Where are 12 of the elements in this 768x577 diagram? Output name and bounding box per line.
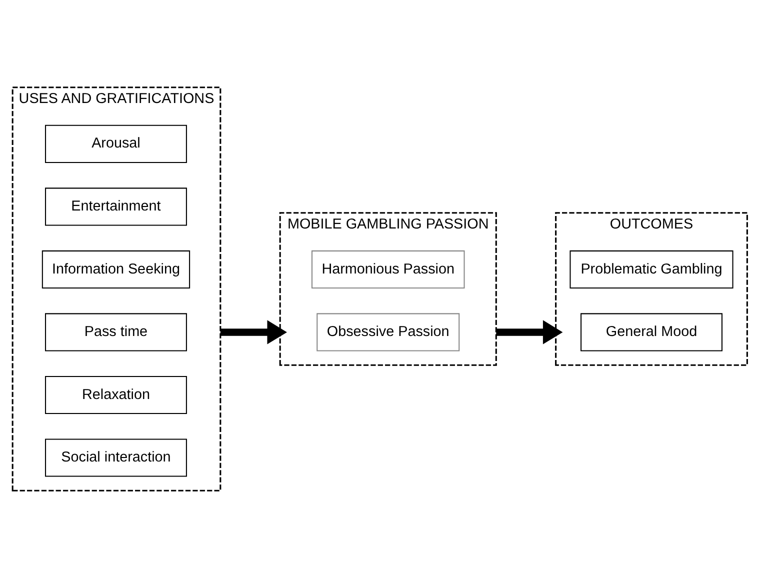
node-box: Arousal — [45, 124, 187, 162]
node-box: Pass time — [45, 312, 187, 351]
arrow — [220, 320, 287, 344]
arrow — [496, 320, 563, 344]
node-box: Obsessive Passion — [316, 312, 460, 351]
node-box: General Mood — [580, 312, 722, 351]
node-box: Problematic Gambling — [570, 250, 734, 288]
node-box: Social interaction — [45, 438, 187, 476]
node-box: Harmonious Passion — [311, 250, 465, 288]
node-box: Entertainment — [45, 187, 187, 226]
node-box: Information Seeking — [42, 250, 190, 288]
node-box: Relaxation — [45, 375, 187, 414]
